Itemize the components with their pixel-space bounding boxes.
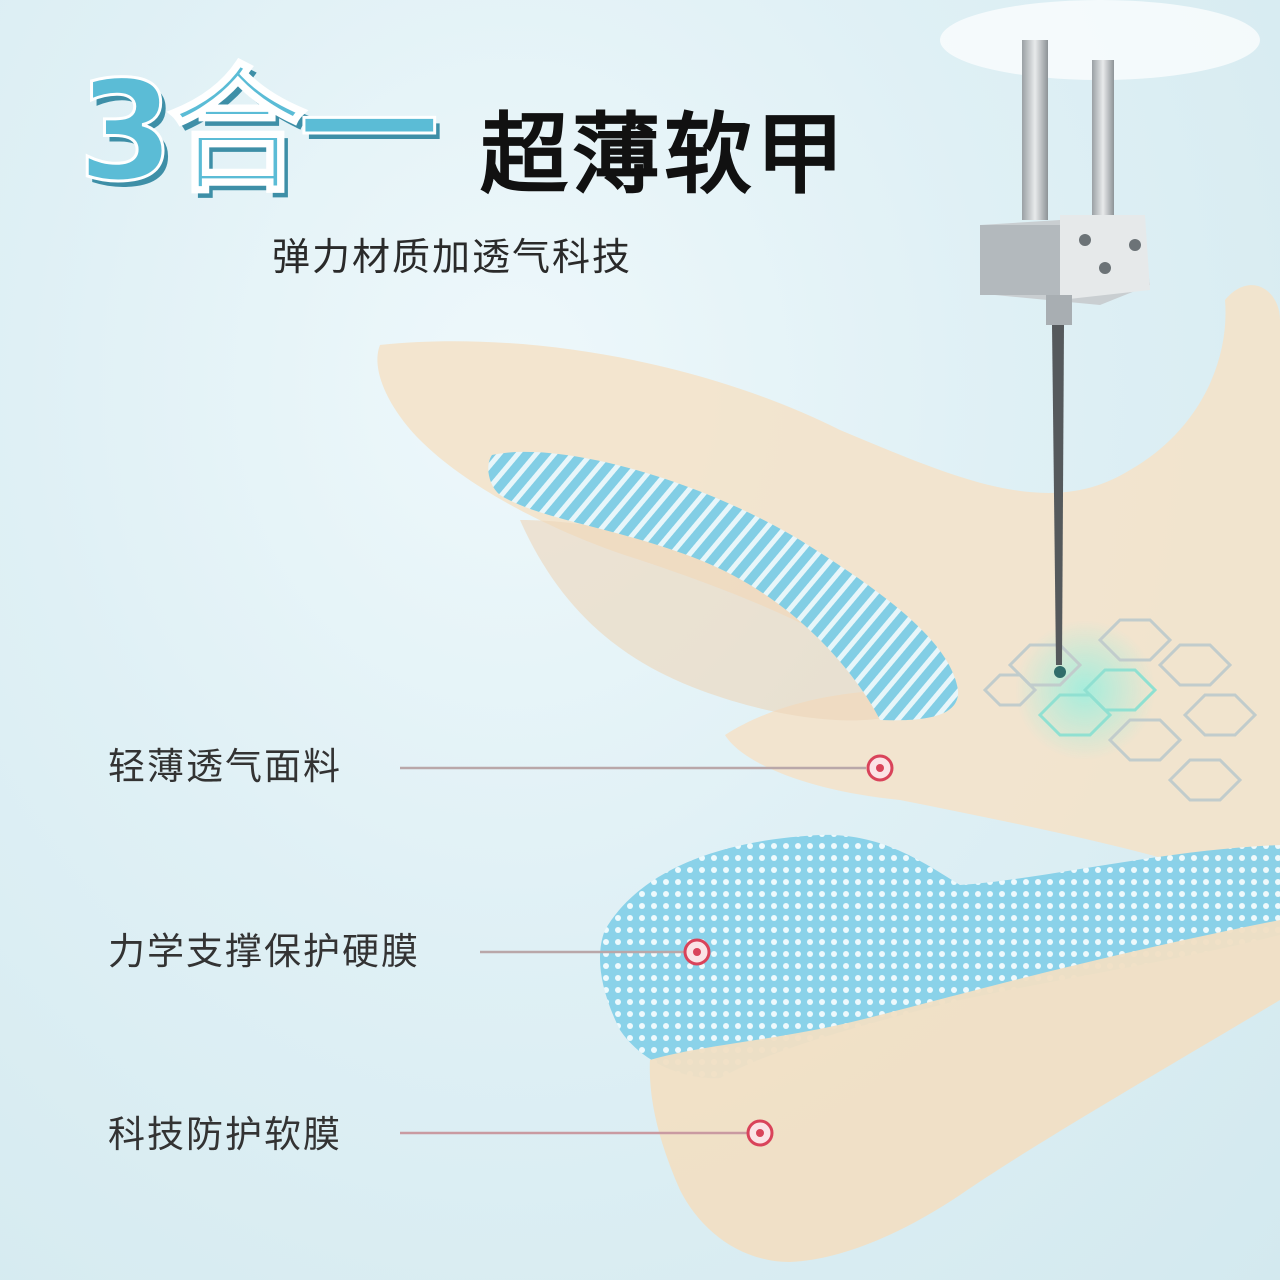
hexagon-grid [982,618,1258,802]
callout-pointer-1 [400,754,894,782]
hard-film-layer [600,834,1280,1079]
callout-label-hard-film: 力学支撑保护硬膜 [108,930,420,973]
subtitle: 弹力材质加透气科技 [272,235,633,279]
callout-pointer-3 [400,1119,774,1147]
support-strip-upper [488,451,959,721]
machine-needle [980,40,1150,678]
callout-pointer-2 [480,938,711,966]
callout-label-fabric: 轻薄透气面料 [108,745,342,788]
headline-number: 3合一 [76,50,439,213]
headline-title: 超薄软甲 [480,103,849,206]
callout-label-soft-film: 科技防护软膜 [108,1113,342,1156]
soft-film-layer [649,920,1280,1262]
